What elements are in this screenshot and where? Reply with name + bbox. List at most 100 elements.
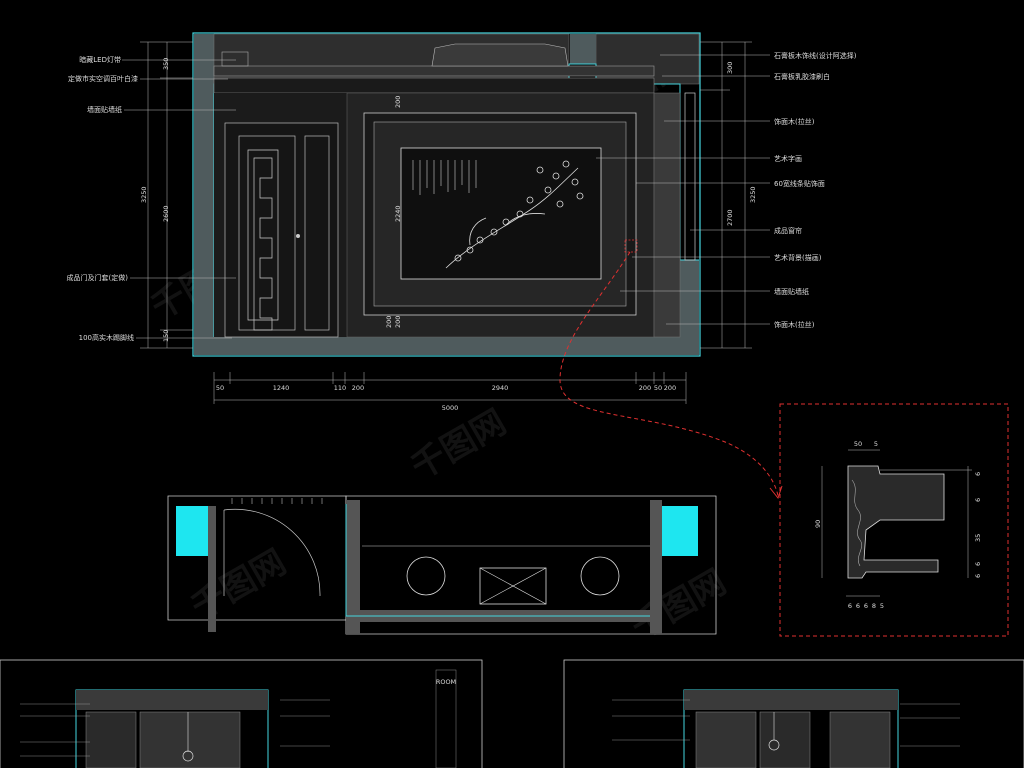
detail-dim-lines [821, 449, 972, 597]
sheet-right-pendant [768, 739, 780, 751]
label-right-7: 艺术背景(描画) [774, 253, 822, 262]
detail-dim-3: 90 [814, 520, 822, 528]
detail-dim-9: 6 [848, 602, 852, 610]
label-right-4: 艺术字画 [774, 154, 802, 163]
dim-right-1: 300 [726, 62, 734, 74]
sheet-left-ceiling [76, 690, 268, 710]
sheet-frame-left [0, 659, 483, 768]
detail-callout-leader [559, 251, 779, 497]
label-right-9: 饰面木(拉丝) [774, 320, 815, 329]
callout-arrowhead [769, 485, 783, 500]
door-frame [224, 122, 339, 338]
door-handle [296, 234, 300, 238]
plan-chair-right [580, 556, 620, 596]
dim-bottom-4: 200 [352, 384, 364, 392]
dim-right-2: 2700 [726, 209, 734, 226]
right-dimension-lines [700, 41, 752, 349]
ceiling-light-trough [431, 43, 569, 67]
detail-dim-10: 6 [856, 602, 860, 610]
sheet-right-ceiling [684, 690, 898, 710]
dim-panel-3: 200 [394, 316, 402, 328]
label-left-3: 墙面贴墙纸 [87, 105, 122, 114]
detail-dim-12: 8 [872, 602, 876, 610]
door-fret-pattern [247, 149, 279, 331]
plan-cyan-outline [345, 504, 650, 617]
dim-panel-1: 200 [394, 96, 402, 108]
right-leaders [596, 54, 770, 325]
left-wall-slab [194, 34, 214, 355]
door-leaf-right [304, 135, 330, 331]
dim-bottom-1: 50 [216, 384, 224, 392]
dim-left-1: 350 [162, 58, 170, 70]
dim-bottom-2: 1240 [273, 384, 290, 392]
sheet-frame-right [563, 659, 1024, 768]
label-left-5: 100高实木踢脚线 [79, 333, 134, 342]
dim-left-4: 150 [162, 330, 170, 342]
plan-wall-mid [346, 500, 360, 634]
detail-marker [624, 239, 638, 253]
sheet-right-leaders [612, 699, 960, 747]
sheet-left-pendant [182, 750, 194, 762]
plan-section [167, 495, 717, 635]
dim-panel-4: 200 [385, 316, 393, 328]
dim-bottom-7: 50 [654, 384, 662, 392]
sheet-right-curtain-left [695, 711, 757, 768]
label-left-1: 暗藏LED灯带 [79, 55, 121, 64]
ceiling-box-left [221, 51, 249, 67]
sheet-left-panel [85, 711, 137, 768]
plan-wall-right [650, 500, 662, 634]
floor-slab [194, 337, 699, 355]
label-left-2: 定做市实空调百叶白漆 [68, 74, 138, 83]
label-right-6: 成品窗帘 [774, 226, 802, 235]
dim-bottom-6: 200 [639, 384, 651, 392]
curtain [653, 92, 681, 338]
detail-dim-13: 5 [880, 602, 884, 610]
sheet-title-text: ROOM [436, 678, 456, 686]
plum-blossom-branch [445, 160, 584, 269]
calligraphy-text [412, 160, 477, 195]
dim-right-3: 3250 [749, 186, 757, 203]
detail-dim-8: 6 [974, 574, 982, 578]
plan-cabinet [479, 567, 547, 605]
ceiling-beam [570, 34, 596, 64]
left-leaders [122, 59, 236, 339]
sheet-left-curtain [139, 711, 241, 768]
label-right-3: 饰面木(拉丝) [774, 117, 815, 126]
molding-profile [847, 465, 945, 579]
label-right-1: 石膏板木饰线(设计阿选择) [774, 51, 857, 60]
art-painting [400, 147, 602, 280]
dim-bottom-3: 110 [334, 384, 346, 392]
left-dimension-lines [140, 41, 193, 349]
label-left-4: 成品门及门套(定做) [67, 273, 129, 282]
sheet-right-curtain-right [829, 711, 891, 768]
sheet-right-panel [759, 711, 811, 768]
dim-bottom-total: 5000 [442, 404, 459, 412]
plan-wall-left [208, 506, 216, 632]
dim-left-3: 3250 [140, 186, 148, 203]
label-right-2: 石膏板乳胶漆刷白 [774, 72, 830, 81]
detail-dim-11: 6 [864, 602, 868, 610]
dim-bottom-8: 200 [664, 384, 676, 392]
plan-hatching [231, 498, 323, 504]
crown-molding [213, 65, 655, 77]
detail-dim-6: 35 [974, 534, 982, 542]
detail-dim-2: 5 [874, 440, 878, 448]
watermark-5: 千图网 [625, 562, 733, 648]
plan-column-right [662, 506, 698, 556]
plan-chair-left [406, 556, 446, 596]
elevation-drawing: 350 2600 3250 150 暗藏LED灯带 定做市实空调百叶白漆 墙面贴… [67, 32, 857, 412]
bottom-sheet-left: ROOM [0, 659, 483, 768]
detail-dim-7: 6 [974, 562, 982, 566]
detail-dim-4: 6 [974, 472, 982, 476]
ceiling-slab-right [595, 33, 700, 85]
sheet-left-titleblock [435, 669, 457, 768]
detail-dim-1: 50 [854, 440, 862, 448]
molding-detail: 50 5 90 6 6 35 6 6 6 6 6 8 5 [779, 403, 1009, 637]
label-right-8: 墙面贴墙纸 [774, 287, 809, 296]
door-swing-arc [223, 509, 321, 597]
bottom-sheet-right [563, 659, 1024, 768]
dim-bottom-5: 2940 [492, 384, 509, 392]
plan-column-left [176, 506, 208, 556]
window-frame [684, 92, 696, 261]
